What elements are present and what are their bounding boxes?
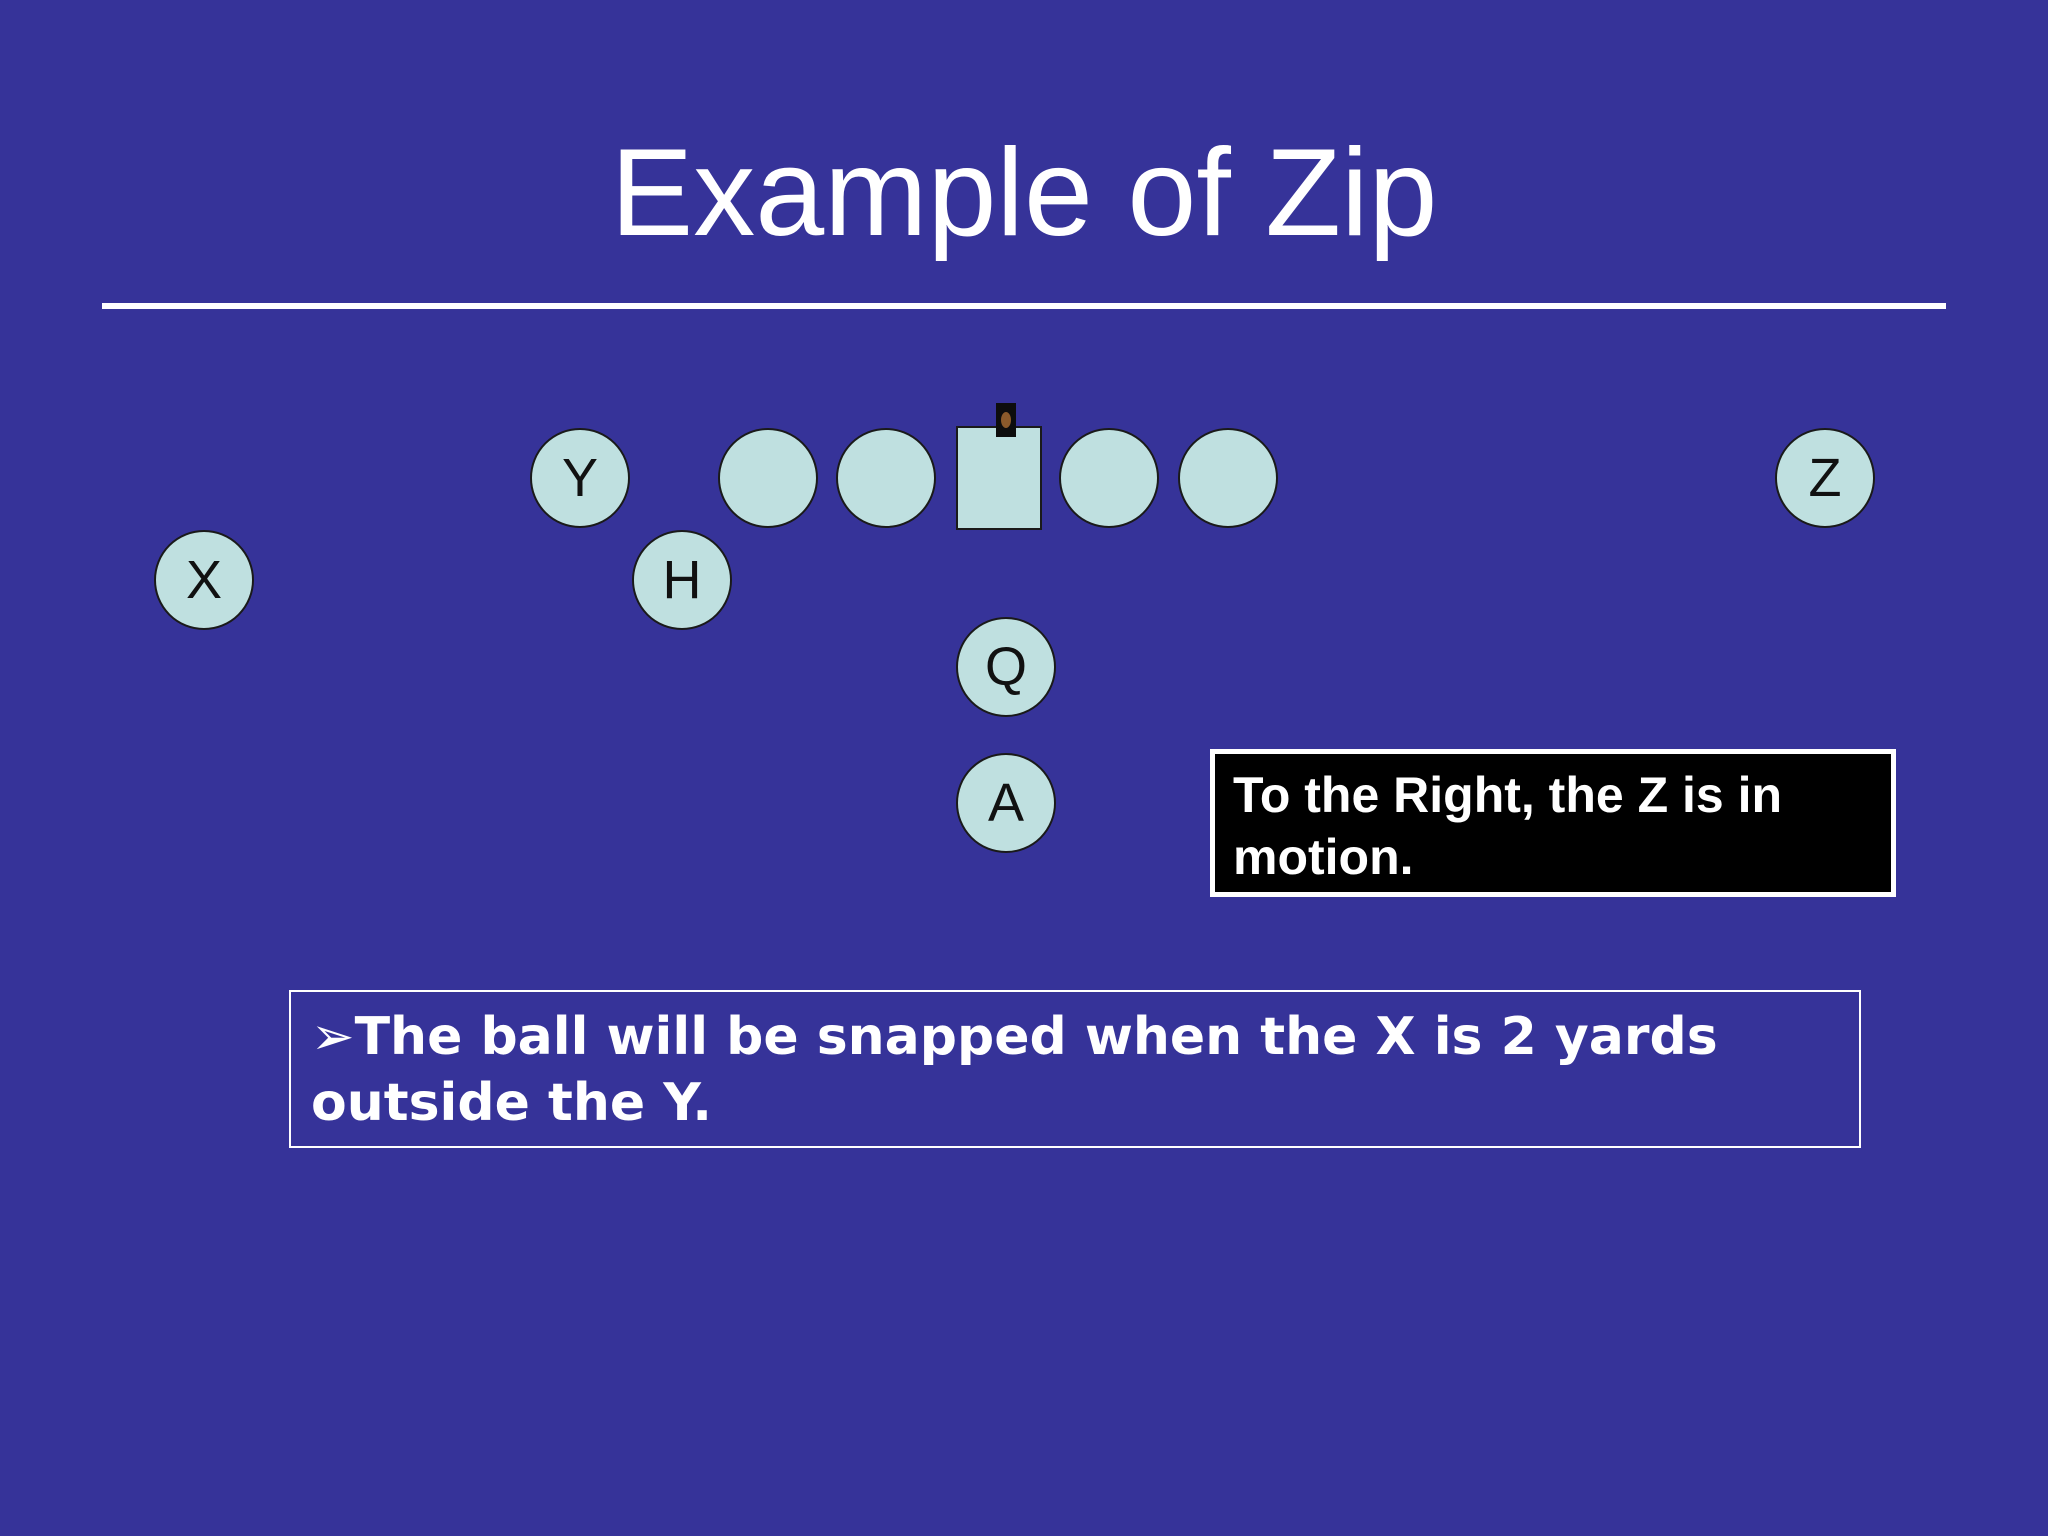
football-icon <box>996 403 1016 437</box>
player-a: A <box>956 753 1056 853</box>
player-q: Q <box>956 617 1056 717</box>
lineman-right-guard <box>1059 428 1159 528</box>
player-y: Y <box>530 428 630 528</box>
lineman-left-guard <box>836 428 936 528</box>
snap-note: ➢The ball will be snapped when the X is … <box>289 990 1861 1148</box>
arrow-bullet-icon: ➢ <box>311 1007 355 1067</box>
snap-note-text: The ball will be snapped when the X is 2… <box>311 1007 1718 1133</box>
player-h: H <box>632 530 732 630</box>
lineman-left-tackle <box>718 428 818 528</box>
lineman-right-tackle <box>1178 428 1278 528</box>
player-x: X <box>154 530 254 630</box>
title-divider <box>102 303 1946 309</box>
slide-title: Example of Zip <box>610 124 1438 262</box>
player-z: Z <box>1775 428 1875 528</box>
motion-callout: To the Right, the Z is in motion. <box>1210 749 1896 897</box>
center <box>956 426 1042 530</box>
